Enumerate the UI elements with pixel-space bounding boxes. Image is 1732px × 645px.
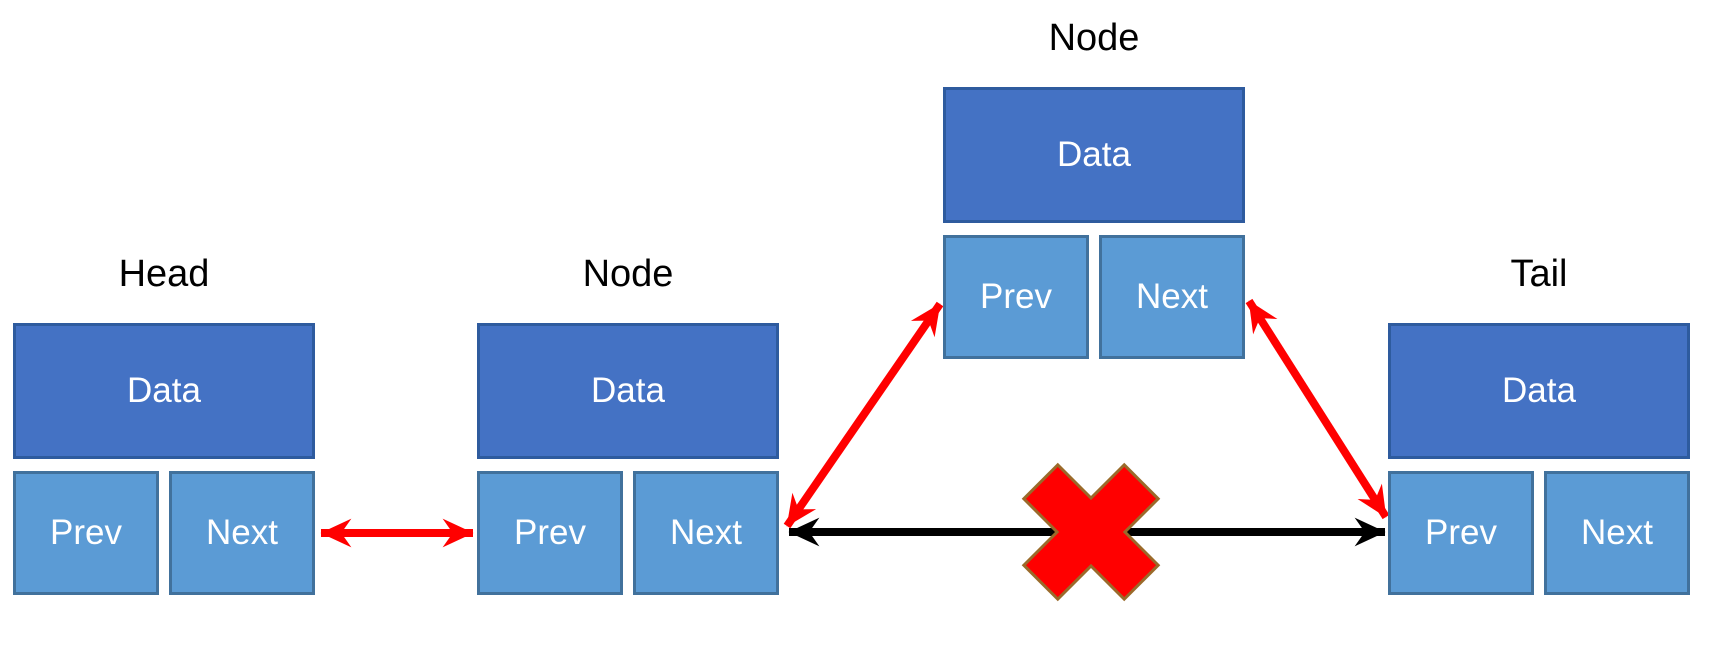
tail-next-box: Next <box>1544 471 1690 595</box>
head-next-box: Next <box>169 471 315 595</box>
middle-prev-box: Prev <box>477 471 623 595</box>
head-data-box: Data <box>13 323 315 459</box>
node-head-title: Head <box>118 253 210 295</box>
node-tail-title: Tail <box>1510 253 1568 295</box>
inserted-pointer-row: Prev Next <box>943 235 1245 359</box>
tail-pointer-row: Prev Next <box>1388 471 1690 595</box>
node-inserted: Node Data Prev Next <box>943 16 1245 359</box>
inserted-prev-box: Prev <box>943 235 1089 359</box>
red-x-icon <box>1021 462 1161 602</box>
inserted-data-box: Data <box>943 87 1245 223</box>
node-tail: Tail Data Prev Next <box>1388 252 1690 595</box>
new-link-inserted-next-to-tail-prev-arrow <box>1245 298 1390 520</box>
inserted-next-box: Next <box>1099 235 1245 359</box>
tail-data-box: Data <box>1388 323 1690 459</box>
node-middle-title: Node <box>582 253 674 295</box>
node-middle: Node Data Prev Next <box>477 252 779 595</box>
node-head: Head Data Prev Next <box>13 252 315 595</box>
middle-next-box: Next <box>633 471 779 595</box>
middle-data-box: Data <box>477 323 779 459</box>
head-pointer-row: Prev Next <box>13 471 315 595</box>
middle-pointer-row: Prev Next <box>477 471 779 595</box>
head-prev-box: Prev <box>13 471 159 595</box>
new-link-middle-next-to-inserted-prev-arrow <box>783 301 944 529</box>
tail-prev-box: Prev <box>1388 471 1534 595</box>
node-inserted-title: Node <box>1048 17 1140 59</box>
